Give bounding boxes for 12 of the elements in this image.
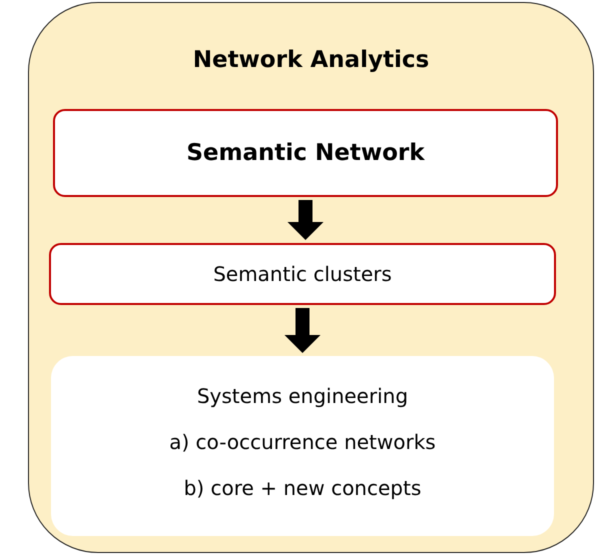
box-label: Semantic clusters [213,262,392,286]
block-arrow [284,308,320,353]
box-heading: Systems engineering [196,384,408,408]
block-arrow [288,200,324,240]
panel-title: Network Analytics [192,47,430,73]
list-item: b) core + new concepts [184,476,422,500]
content-box [51,356,554,536]
process-box [49,243,556,305]
process-box [53,109,558,197]
list-item: a) co-occurrence networks [169,430,436,454]
container-panel [28,2,594,553]
box-title: Semantic Network [186,140,425,166]
